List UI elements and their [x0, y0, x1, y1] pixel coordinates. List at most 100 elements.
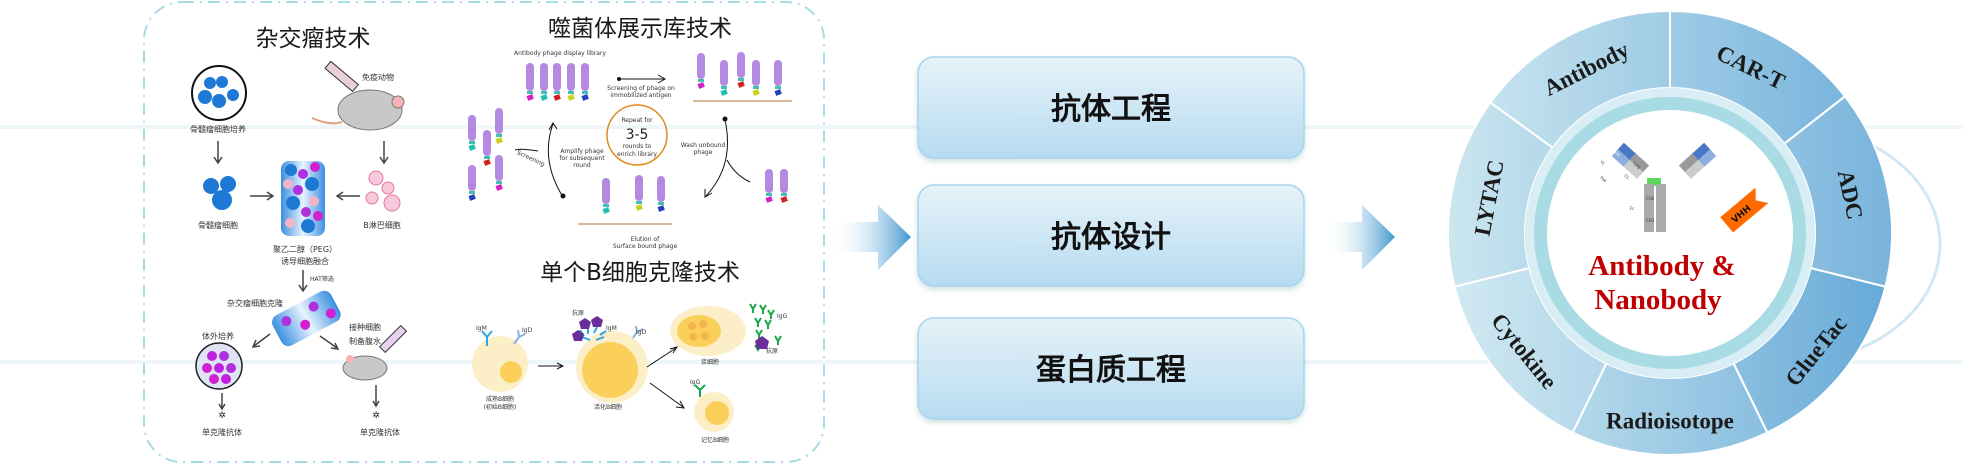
flow-arrow	[646, 346, 679, 368]
b-lymphocytes-label: B淋巴细胞	[363, 220, 401, 230]
box-antibody-design: 抗体设计	[917, 184, 1305, 287]
memory-label: 记忆B细胞	[701, 436, 729, 444]
bcell-panel: 单个B细胞克隆技术 IgM IgD 抗原 IgM IgD 成熟B细胞 (初始B细…	[472, 260, 788, 444]
screening-label-line2: immobilized antigen	[610, 92, 671, 99]
repeat-line3: enrich library	[617, 151, 657, 158]
right-arrow-icon	[832, 205, 911, 270]
clone-tube-icon	[272, 290, 341, 347]
peg-label-line2: 诱导细胞融合	[281, 256, 329, 266]
phage-title: 噬菌体展示库技术	[548, 16, 732, 42]
fusion-tube-icon	[281, 161, 325, 236]
arrow-dot	[560, 193, 566, 199]
amplify-line3: round	[573, 162, 591, 169]
repeat-cycle-icon	[606, 104, 668, 166]
flow-arrow	[538, 362, 565, 370]
plasma-label: 浆细胞	[701, 358, 719, 366]
arrow-dot	[617, 77, 621, 81]
phage-icon	[526, 63, 534, 101]
repeat-line2: rounds to	[623, 143, 652, 150]
wheel-segment-label: Radioisotope	[1606, 408, 1734, 433]
culture-dish-icon	[195, 342, 243, 390]
mature-b-cell-icon	[472, 329, 528, 392]
phage-icon	[581, 63, 589, 101]
phage-icon	[483, 130, 491, 166]
antigen-label: 抗原	[572, 309, 584, 317]
box-label: 抗体设计	[1051, 220, 1171, 255]
antigen-label: 抗原	[766, 347, 778, 355]
right-arrow-icon	[1326, 205, 1395, 270]
mouse-syringe-icon	[311, 60, 405, 131]
bcell-title: 单个B细胞克隆技术	[540, 260, 740, 286]
ch2-label: CH2	[1646, 196, 1655, 201]
myeloma-culture-label: 骨髓瘤细胞培养	[190, 124, 246, 134]
mab-left-label: 单克隆抗体	[202, 427, 242, 437]
mature-label-line1: 成熟B细胞	[486, 395, 514, 403]
screening-label-line1: Screening of phage on	[607, 85, 675, 92]
plasma-cell-icon	[670, 306, 746, 356]
clone-label: 杂交瘤细胞克隆	[227, 298, 283, 308]
screening-side-label: Screening	[516, 149, 546, 168]
phage-icon	[774, 60, 782, 96]
phage-icon	[495, 155, 503, 191]
phage-icon	[720, 60, 728, 96]
activated-label: 活化B细胞	[594, 403, 622, 411]
wheel-segment-gluetac: GlueTac	[1732, 266, 1887, 434]
phage-icon	[468, 165, 476, 201]
phage-icon	[780, 169, 788, 203]
hat-label: HAT筛选	[310, 275, 334, 283]
myeloma-culture-dish-icon	[191, 65, 247, 121]
phage-icon	[657, 176, 665, 212]
phage-icon	[495, 108, 503, 144]
box-label: 蛋白质工程	[1036, 353, 1186, 388]
wash-line2: phage	[694, 149, 713, 156]
phage-icon	[567, 63, 575, 101]
phage-icon	[765, 169, 773, 203]
igm-label: IgM	[476, 325, 487, 332]
antibody-cluster-icon: ✲	[218, 411, 226, 421]
wheel-center	[1547, 110, 1793, 356]
vhh-nanobody-icon: VHH	[1720, 187, 1769, 233]
flow-arrows	[213, 141, 389, 411]
phage-icon	[697, 53, 705, 89]
center-title-line2: Nanobody	[1594, 284, 1722, 316]
igm-label: IgM	[606, 325, 617, 332]
wheel-segment-radioisotope: Radioisotope	[1571, 361, 1769, 456]
vl-label: VL	[1599, 159, 1607, 167]
box-label: 抗体工程	[1051, 92, 1171, 127]
box-antibody-engineering: 抗体工程	[917, 56, 1305, 159]
igg-label: IgG	[690, 379, 701, 386]
igd-label: IgD	[522, 327, 533, 334]
arrow-dot	[722, 116, 728, 122]
inject-label-line1: 接种细胞	[349, 322, 381, 332]
ch3-label: CH3	[1646, 218, 1655, 223]
mature-label-line2: (初始B细胞)	[484, 403, 517, 411]
antigen-icon	[755, 336, 769, 349]
fc-label: Fc	[1630, 206, 1635, 211]
wheel-segment-adc: ADC	[1782, 94, 1893, 288]
cl-label: CL	[1623, 173, 1631, 181]
flow-arrow	[649, 382, 685, 409]
inject-label-line2: 制备腹水	[349, 336, 381, 346]
peg-label-line1: 聚乙二醇（PEG）	[273, 244, 337, 254]
activated-b-cell-icon	[572, 316, 648, 403]
phage-particles	[468, 52, 788, 214]
wheel-segment-antibody: Antibody	[1489, 9, 1671, 150]
hybridoma-panel: 杂交瘤技术 骨髓瘤细胞培养 免疫动物 骨髓瘤细胞	[190, 26, 408, 437]
myeloma-cells-label: 骨髓瘤细胞	[198, 220, 238, 230]
repeat-line1: Repeat for	[621, 117, 653, 124]
vh-label: VH	[1613, 150, 1621, 158]
elution-line1: Elution of	[631, 236, 660, 243]
b-lymphocytes-icon	[365, 170, 401, 212]
center-title-line1: Antibody &	[1588, 250, 1735, 282]
cycle-arrows	[514, 119, 751, 198]
igg-label: IgG	[777, 313, 788, 320]
phage-library-label: Antibody phage display library	[514, 50, 606, 57]
igg-antibodies-icon	[749, 303, 782, 352]
amplify-line1: Amplify phage	[560, 148, 604, 155]
amplify-line2: for subsequent	[559, 155, 605, 162]
phage-icon	[635, 175, 643, 211]
mouse-ascites-icon	[342, 324, 408, 381]
phage-icon	[553, 63, 561, 101]
techniques-frame	[143, 1, 825, 463]
